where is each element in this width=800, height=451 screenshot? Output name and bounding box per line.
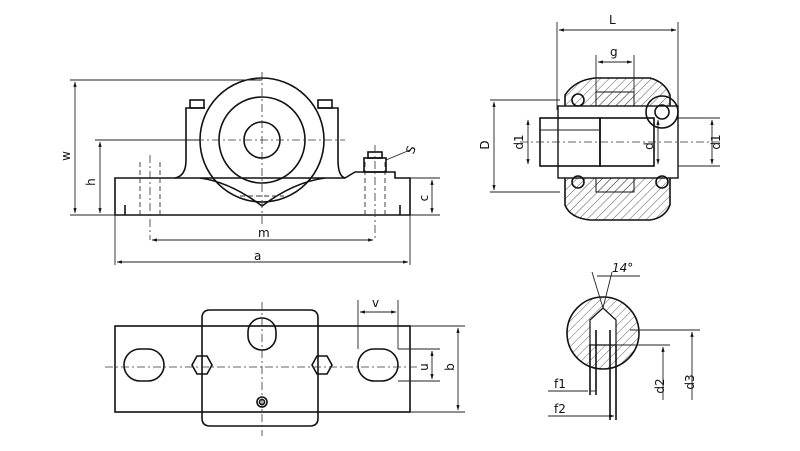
section-view: L g D d1 d d1: [478, 13, 723, 221]
dim-d1-left-label: d1: [512, 134, 526, 149]
dim-d1-right-label: d1: [709, 134, 723, 149]
plan-view: v u b: [105, 296, 465, 436]
dim-s-label: S: [403, 144, 419, 156]
front-view: w h c m a S: [59, 72, 440, 265]
angle-label: 14°: [612, 261, 633, 275]
dim-L-label: L: [609, 13, 616, 27]
dim-w-label: w: [59, 151, 73, 161]
dim-h-label: h: [84, 178, 98, 186]
dim-b-label: b: [443, 363, 457, 371]
dim-u-label: u: [417, 363, 431, 371]
dim-c-label: c: [417, 195, 431, 202]
dim-d2-label: d2: [653, 378, 667, 393]
dim-g-label: g: [610, 45, 618, 59]
dim-v-label: v: [372, 296, 379, 310]
dim-m-label: m: [258, 226, 270, 240]
dim-f1-label: f1: [554, 377, 566, 391]
groove-detail-view: 14° f1 f2 d2 d3: [548, 261, 700, 420]
dim-f2-label: f2: [554, 402, 566, 416]
dim-d-label: d: [642, 142, 656, 150]
dim-a-label: a: [254, 249, 261, 263]
dim-d3-label: d3: [683, 374, 697, 389]
dim-D-label: D: [478, 140, 492, 149]
